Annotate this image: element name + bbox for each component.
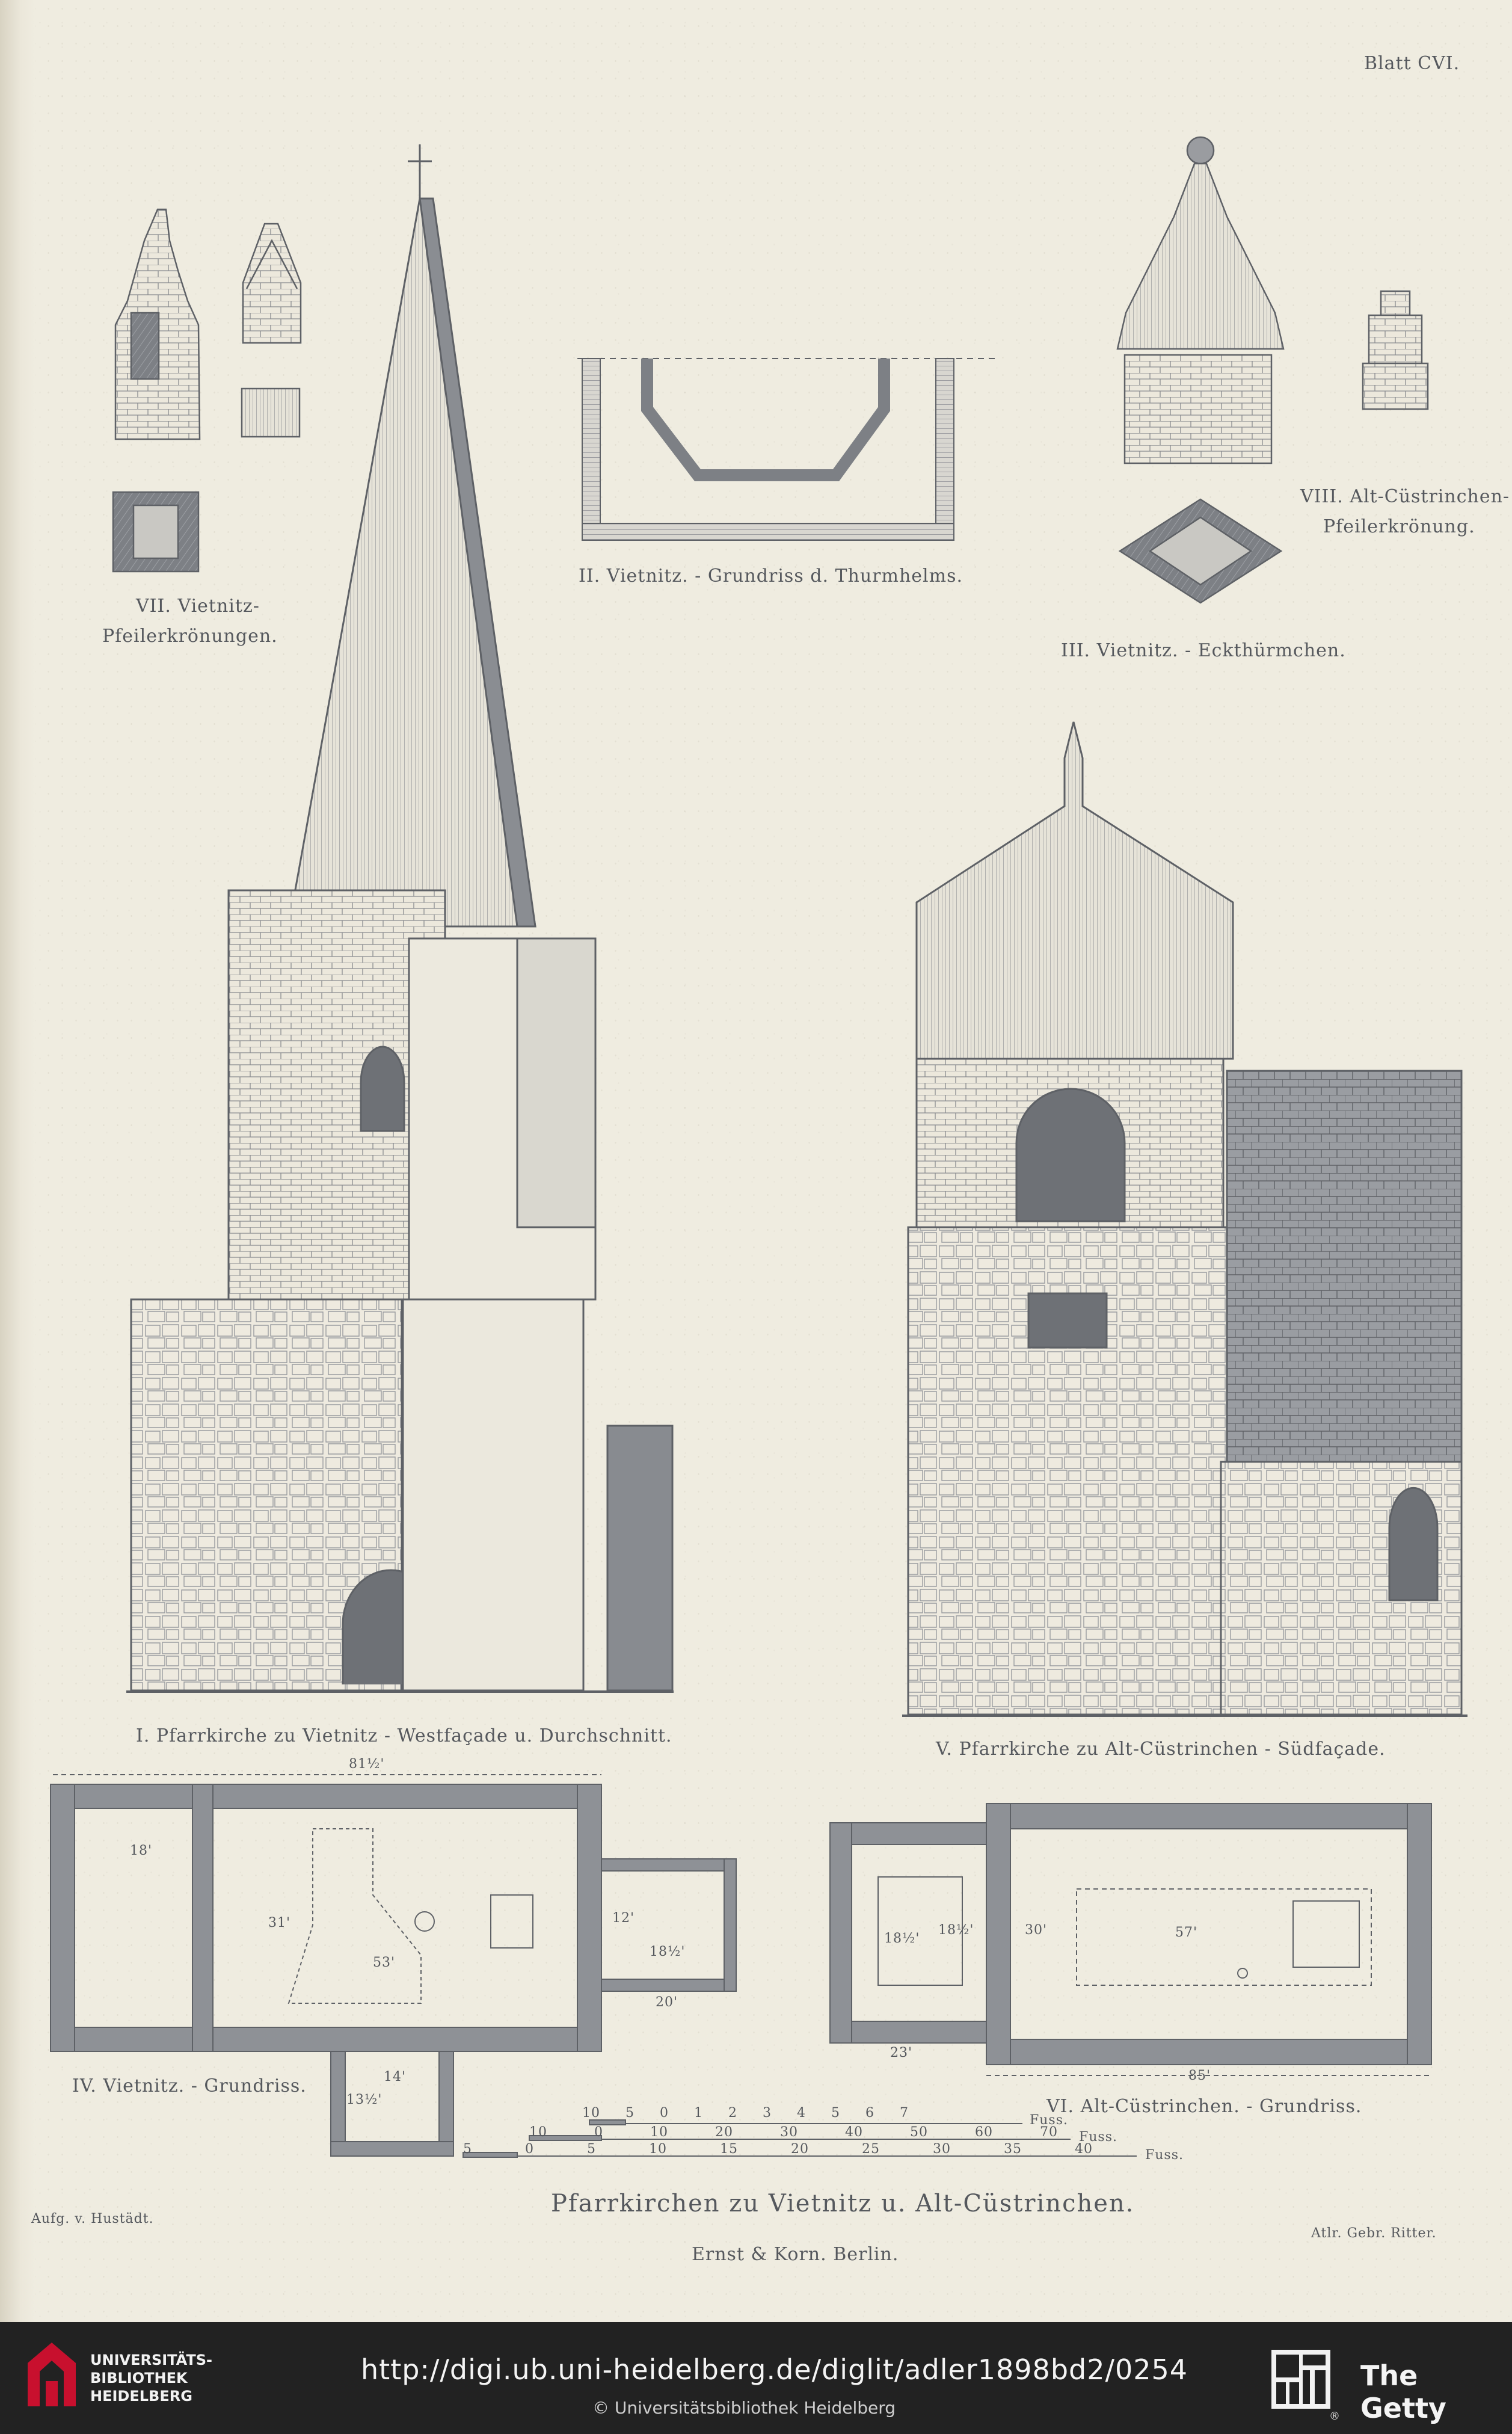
fig-vii-drawing	[112, 208, 302, 573]
getty-logo-icon	[1271, 2350, 1330, 2409]
surveyor-credit: Aufg. v. Hustädt.	[31, 2211, 154, 2226]
dim-label: 20'	[656, 1995, 678, 2010]
fig-vi-drawing	[829, 1803, 1432, 2076]
scale-bars	[463, 2119, 1137, 2158]
caption-fig-vi: VI. Alt-Cüstrinchen. - Grundriss.	[1046, 2096, 1362, 2117]
dim-label: 18½'	[938, 1923, 974, 1938]
plate-number: Blatt CVI.	[1364, 53, 1460, 74]
dim-label: 13½'	[346, 2092, 383, 2107]
scale-ticks-row3: 5 0 5 10 15 20 25 30 35 40	[463, 2142, 1093, 2157]
permalink-url[interactable]: http://digi.ub.uni-heidelberg.de/diglit/…	[361, 2353, 1188, 2386]
scale-unit-row2: Fuss.	[1079, 2130, 1118, 2145]
publisher-credit: Ernst & Korn. Berlin.	[692, 2244, 899, 2265]
dim-label: 30'	[1025, 1923, 1048, 1938]
fig-iii-drawing	[1116, 136, 1429, 604]
dim-label: 31'	[268, 1915, 291, 1930]
book-spine-shadow	[0, 0, 35, 2322]
dim-label: 12'	[612, 1911, 635, 1926]
fig-v-drawing	[902, 721, 1467, 1717]
scale-unit-row1: Fuss.	[1030, 2113, 1069, 2128]
caption-fig-viii-line2: Pfeilerkrönung.	[1323, 516, 1475, 537]
lithographer-credit: Atlr. Gebr. Ritter.	[1311, 2226, 1437, 2241]
scale-ticks-row1: 10 5 0 1 2 3 4 5 6 7	[582, 2106, 909, 2121]
caption-fig-iii: III. Vietnitz. - Eckthürmchen.	[1061, 640, 1346, 661]
architectural-drawing	[50, 136, 1467, 2158]
dim-label: 23'	[890, 2045, 913, 2060]
scale-ticks-row2: 10 0 10 20 30 40 50 60 70	[529, 2125, 1058, 2140]
caption-fig-iv: IV. Vietnitz. - Grundriss.	[72, 2075, 307, 2097]
dim-label: 57'	[1175, 1925, 1198, 1940]
plate-sheet: Blatt CVI. VII. Vietnitz- Pfeilerkrönung…	[0, 0, 1512, 2322]
dim-label: 18'	[130, 1843, 153, 1858]
caption-fig-vii-line2: Pfeilerkrönungen.	[102, 626, 278, 647]
copyright-notice: © Universitätsbibliothek Heidelberg	[592, 2398, 896, 2418]
partner-name: The Getty	[1360, 2359, 1446, 2424]
dim-label: 14'	[384, 2069, 407, 2084]
footer-bar: UNIVERSITÄTS- BIBLIOTHEK HEIDELBERG http…	[0, 2322, 1512, 2434]
caption-fig-vii-line1: VII. Vietnitz-	[136, 596, 260, 617]
caption-fig-ii: II. Vietnitz. - Grundriss d. Thurmhelms.	[579, 565, 963, 587]
library-name: UNIVERSITÄTS- BIBLIOTHEK HEIDELBERG	[90, 2352, 213, 2405]
dim-label: 85'	[1188, 2068, 1211, 2083]
fig-iv-drawing	[50, 1774, 737, 2157]
scale-unit-row3: Fuss.	[1145, 2148, 1184, 2163]
heidelberg-logo-icon	[28, 2343, 76, 2406]
dim-label: 81½'	[349, 1757, 385, 1772]
dim-label: 18½'	[650, 1944, 686, 1959]
fig-i-drawing	[126, 144, 674, 1693]
plate-title: Pfarrkirchen zu Vietnitz u. Alt-Cüstrinc…	[551, 2190, 1135, 2217]
fig-ii-drawing	[577, 358, 998, 541]
dim-label: 53'	[373, 1955, 396, 1970]
caption-fig-viii-line1: VIII. Alt-Cüstrinchen-	[1300, 486, 1510, 507]
caption-fig-i: I. Pfarrkirche zu Vietnitz - Westfaçade …	[136, 1725, 672, 1746]
caption-fig-v: V. Pfarrkirche zu Alt-Cüstrinchen - Südf…	[936, 1739, 1386, 1760]
dim-label: 18½'	[884, 1931, 920, 1946]
getty-reg-mark: ®	[1329, 2410, 1340, 2423]
